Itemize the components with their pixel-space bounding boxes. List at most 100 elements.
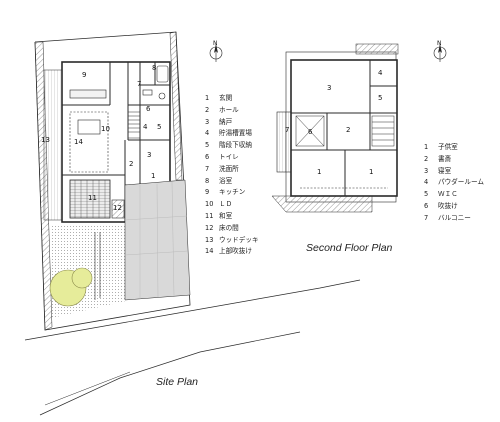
legend-item: 2 書斎 — [424, 155, 451, 163]
site-room-num: 14 — [74, 138, 83, 146]
tokonoma — [111, 199, 125, 219]
roof-hatch-top — [355, 43, 399, 55]
site-room-num: 8 — [152, 64, 156, 72]
legend-label: 上部吹抜け — [219, 247, 252, 256]
legend-label: 書斎 — [438, 154, 452, 163]
legend-number: 14 — [205, 247, 214, 256]
north-arrow-site: N — [209, 40, 223, 62]
site-room-num: 4 — [143, 123, 148, 131]
site-room-num: 6 — [146, 105, 151, 113]
washbasin — [142, 89, 153, 96]
site-plan-caption: Site Plan — [156, 376, 199, 388]
legend-label: 玄関 — [219, 94, 233, 102]
legend-label: パウダールーム — [438, 178, 484, 187]
road-edge-3 — [44, 371, 131, 406]
legend-number: 9 — [205, 188, 210, 197]
legend-label: 子供室 — [438, 143, 458, 151]
legend-number: 5 — [205, 141, 210, 150]
legend-label: ＬＤ — [219, 200, 233, 209]
legend-label: 納戸 — [219, 117, 233, 126]
second-room-num: 3 — [327, 84, 331, 92]
second-room-labels: 3 4 5 6 2 7 1 1 — [285, 69, 383, 176]
legend-item: 13 ウッドデッキ — [205, 236, 259, 244]
roof-hatch-bottom — [271, 195, 373, 213]
legend-number: 12 — [205, 223, 214, 232]
site-room-num: 10 — [101, 125, 110, 133]
legend-number: 1 — [205, 94, 210, 102]
legend-item: 4 パウダールーム — [424, 178, 484, 186]
second-room-num: 7 — [285, 126, 289, 134]
second-room-num: 2 — [346, 126, 350, 134]
second-room-num: 5 — [378, 94, 382, 102]
legend-item: 3 納戸 — [205, 118, 232, 126]
boundary-fence-right — [169, 31, 183, 181]
site-room-num: 12 — [113, 204, 122, 212]
site-room-num: 5 — [157, 123, 161, 131]
legend-number: 3 — [424, 166, 429, 175]
second-room-num: 4 — [378, 69, 383, 77]
site-room-num: 2 — [129, 160, 133, 168]
garden-tree — [49, 267, 93, 307]
legend-label: ウッドデッキ — [219, 235, 259, 244]
site-plan — [24, 31, 361, 416]
road-edge-1 — [24, 279, 361, 341]
second-room-num: 6 — [308, 128, 313, 136]
second-floor-caption: Second Floor Plan — [306, 242, 393, 254]
legend-number: 4 — [424, 178, 429, 187]
bathtub — [156, 65, 169, 83]
parking-grid — [124, 181, 189, 299]
legend-label: 寝室 — [438, 166, 452, 175]
legend-label: 貯湯槽置場 — [219, 129, 252, 138]
legend-number: 2 — [424, 154, 429, 163]
legend-item: 8 浴室 — [205, 177, 232, 185]
dining-table — [77, 119, 101, 135]
legend-label: 浴室 — [219, 176, 233, 185]
site-room-num: 13 — [41, 136, 50, 144]
road-edge-2 — [39, 331, 301, 416]
legend-item: 14 上部吹抜け — [205, 247, 252, 255]
legend-number: 4 — [205, 129, 210, 138]
legend-number: 5 — [424, 190, 429, 199]
void-x — [295, 115, 325, 147]
toilet — [158, 92, 166, 100]
balcony — [276, 111, 292, 173]
second-room-num: 1 — [317, 168, 321, 176]
kitchen-counter — [69, 89, 107, 99]
north-arrow-second: N — [433, 40, 447, 62]
legend-number: 6 — [205, 153, 210, 161]
void-above — [69, 111, 109, 173]
legend-label: 吹抜け — [438, 202, 458, 210]
legend-number: 2 — [205, 105, 210, 114]
legend-number: 11 — [205, 212, 214, 220]
site-room-num: 9 — [82, 71, 86, 79]
legend-label: ＷＩＣ — [438, 190, 458, 199]
legend-number: 3 — [205, 117, 210, 126]
north-label: N — [213, 40, 218, 47]
site-room-num: 7 — [137, 80, 141, 88]
site-room-num: 11 — [88, 194, 97, 202]
wood-deck — [43, 69, 63, 221]
legend-item: 4 貯湯槽置場 — [205, 129, 252, 137]
staircase — [127, 111, 141, 139]
legend-item: 3 寝室 — [424, 167, 451, 175]
north-label: N — [437, 40, 442, 47]
staircase-2f — [371, 115, 395, 147]
legend-label: ホール — [219, 105, 239, 114]
site-room-num: 1 — [151, 172, 155, 180]
legend-number: 8 — [205, 176, 210, 185]
legend-item: 1 玄関 — [205, 94, 232, 102]
legend-number: 1 — [424, 143, 429, 151]
legend-number: 13 — [205, 235, 214, 244]
boundary-fence-left — [34, 41, 53, 331]
